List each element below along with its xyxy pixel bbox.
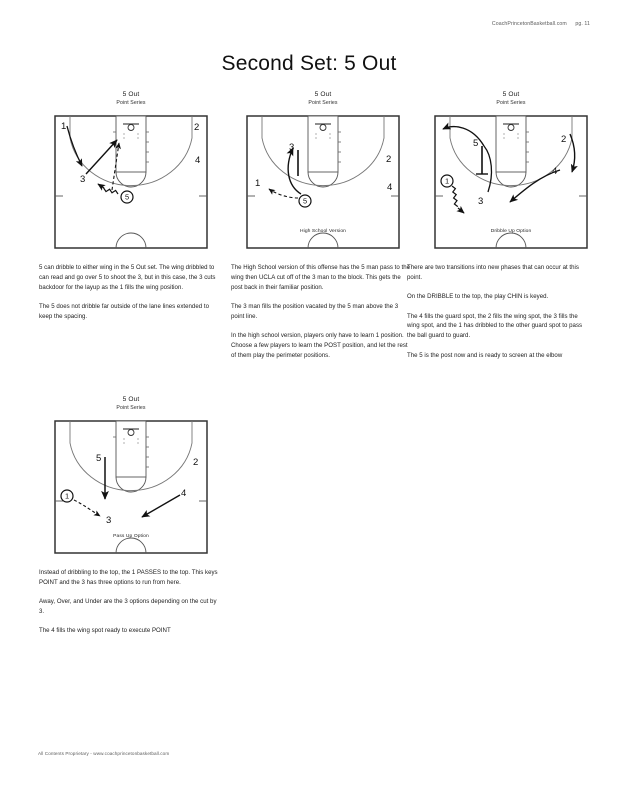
svg-text:1: 1 <box>65 492 69 501</box>
diagram-2-title: 5 Out <box>314 91 332 98</box>
paragraph: The 4 fills the wing spot ready to execu… <box>39 627 171 635</box>
header-site-name: CoachPrincetonBasketball.com <box>491 21 567 27</box>
svg-text:3: 3 <box>478 196 483 207</box>
paragraph: The 5 is the post now and is ready to sc… <box>407 351 563 359</box>
svg-text:2: 2 <box>386 154 391 165</box>
diagram-4-court: 1 2 3 4 5 Pass Up Option <box>44 417 218 561</box>
diagram-2: 5 Out Point Series <box>236 91 410 256</box>
svg-text:5: 5 <box>473 138 478 149</box>
svg-text:2: 2 <box>193 457 198 468</box>
paragraph: There are two transitions into new phase… <box>407 264 579 281</box>
paragraph: Instead of dribbling to the top, the 1 P… <box>39 569 218 586</box>
diagram-3: 5 Out Point Series <box>424 91 598 256</box>
paragraph: 5 can dribble to either wing in the 5 Ou… <box>39 264 216 291</box>
svg-text:4: 4 <box>195 155 200 166</box>
svg-text:5: 5 <box>96 453 101 464</box>
diagram-3-title: 5 Out <box>502 91 520 98</box>
paragraph: On the DRIBBLE to the top, the play CHIN… <box>407 293 549 301</box>
diagram-1-subtitle: Point Series <box>116 100 146 107</box>
text-column-4: Instead of dribbling to the top, the 1 P… <box>39 568 223 636</box>
text-column-2: The High School version of this offense … <box>231 263 413 361</box>
svg-text:5: 5 <box>303 197 307 206</box>
svg-text:4: 4 <box>552 166 557 177</box>
diagram-1: 5 Out Point Series <box>44 91 218 256</box>
diagram-4: 5 Out Point Series <box>44 396 218 561</box>
svg-text:5: 5 <box>125 193 129 202</box>
text-column-1: 5 can dribble to either wing in the 5 Ou… <box>39 263 217 322</box>
document-header: CoachPrincetonBasketball.com pg. 11 <box>492 21 590 27</box>
document-footer: All Contents Proprietary - www.coachprin… <box>38 751 170 756</box>
paragraph: The 4 fills the guard spot, the 2 fills … <box>407 312 583 340</box>
diagram-2-subtitle: Point Series <box>308 100 338 107</box>
svg-text:1: 1 <box>61 121 66 132</box>
text-column-3: There are two transitions into new phase… <box>407 263 589 361</box>
diagram-1-court: 5 1 2 3 4 <box>44 112 218 256</box>
diagram-3-subtitle: Point Series <box>496 100 526 107</box>
paragraph: The 5 does not dribble far outside of th… <box>39 303 209 320</box>
svg-text:1: 1 <box>445 177 449 186</box>
svg-text:3: 3 <box>289 142 294 153</box>
diagram-4-subtitle: Point Series <box>116 405 146 412</box>
paragraph: The 3 man fills the position vacated by … <box>231 303 399 320</box>
diagram-3-caption: Dribble Up Option <box>490 229 532 235</box>
diagram-3-court: 1 2 3 4 5 Dribble Up Option <box>424 112 598 256</box>
page-title: Second Set: 5 Out <box>221 52 397 75</box>
svg-text:4: 4 <box>181 488 186 499</box>
svg-text:1: 1 <box>255 178 260 189</box>
diagram-2-court: 5 1 2 3 4 High School Version <box>236 112 410 256</box>
svg-text:3: 3 <box>106 515 111 526</box>
paragraph: The High School version of this offense … <box>231 264 411 291</box>
svg-text:3: 3 <box>80 174 85 185</box>
svg-text:4: 4 <box>387 182 392 193</box>
paragraph: In the high school version, players only… <box>231 332 408 360</box>
diagram-4-caption: Pass Up Option <box>113 534 149 540</box>
svg-text:2: 2 <box>194 122 199 133</box>
diagram-2-caption: High School Version <box>300 229 346 235</box>
diagram-4-title: 5 Out <box>122 396 140 403</box>
diagram-1-title: 5 Out <box>122 91 140 98</box>
header-page-number: pg. 11 <box>575 21 590 27</box>
svg-text:2: 2 <box>561 134 566 145</box>
paragraph: Away, Over, and Under are the 3 options … <box>39 598 217 616</box>
